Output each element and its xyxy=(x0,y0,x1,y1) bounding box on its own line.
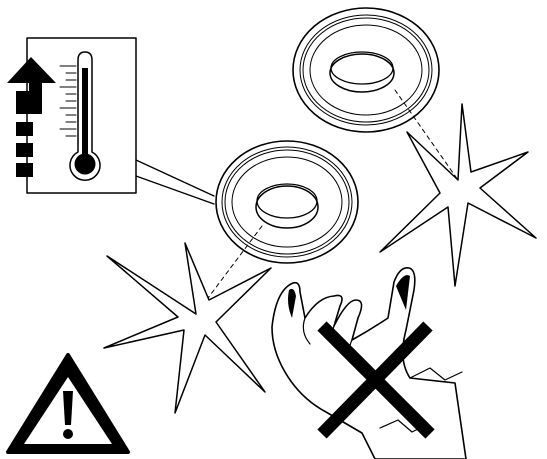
warning-triangle-icon xyxy=(8,355,128,452)
burst-star-icon xyxy=(380,104,536,286)
dry-ice-disc-icon xyxy=(216,141,358,263)
temperature-rise-arrow-icon xyxy=(7,57,56,177)
callout-pointer xyxy=(136,160,214,204)
thermometer-icon xyxy=(60,52,100,180)
dry-ice-disc-icon xyxy=(293,8,439,132)
thermometer-scale xyxy=(60,66,76,136)
temperature-callout xyxy=(7,38,214,204)
burst-star-icon xyxy=(104,243,271,413)
hand-icon xyxy=(272,268,466,459)
